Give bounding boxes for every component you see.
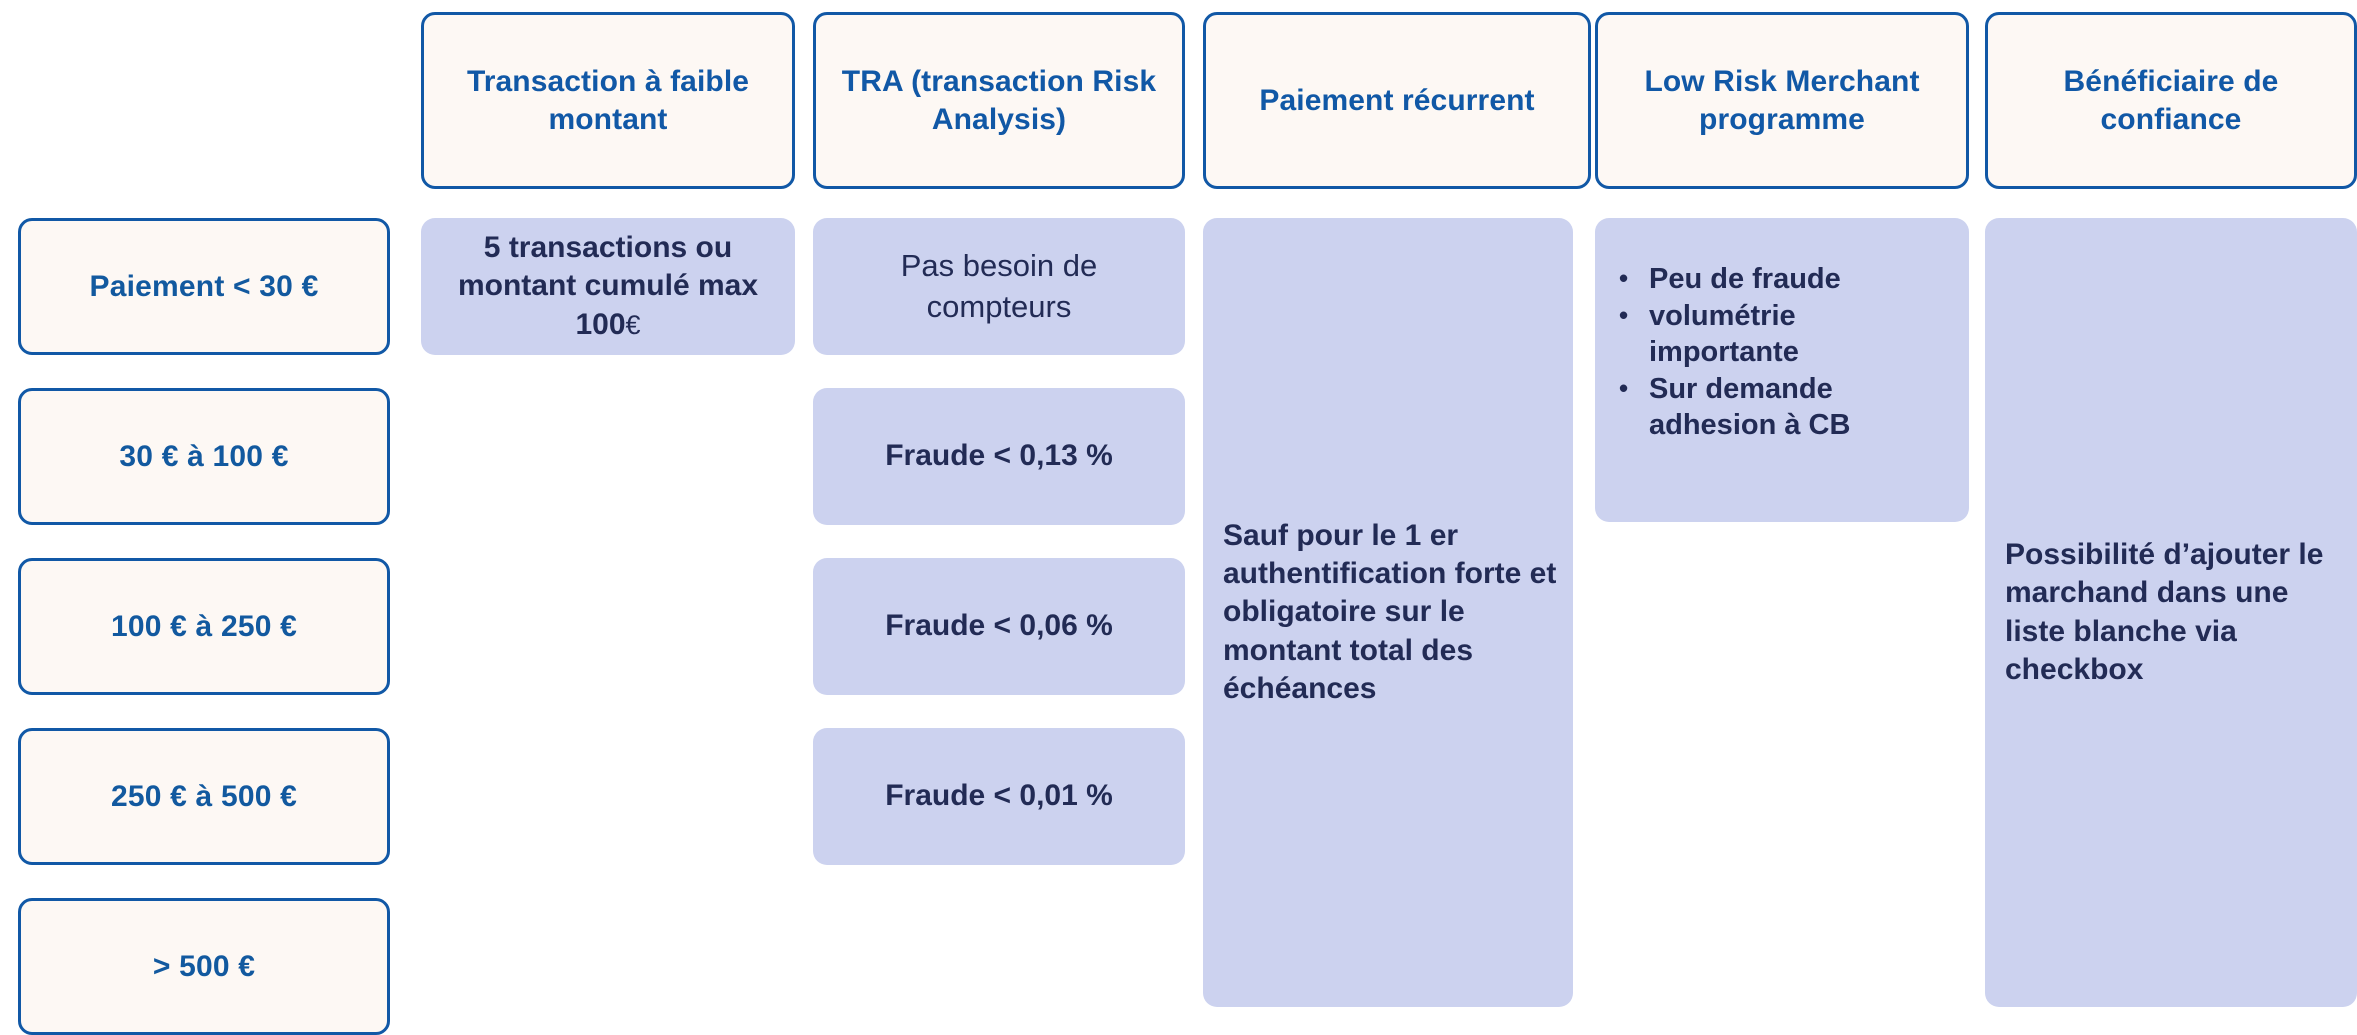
row-label-over-500[interactable]: > 500 € (18, 898, 390, 1035)
bullet-text: Sur demande adhesion à CB (1649, 373, 1851, 441)
column-header-low-amount[interactable]: Transaction à faible montant (421, 12, 795, 189)
bullet-dot-icon: • (1619, 300, 1629, 331)
column-header-label: Low Risk Merchant programme (1644, 65, 1920, 136)
row-label-text: 30 € à 100 € (119, 439, 289, 473)
cell-amount: 100 (575, 307, 626, 341)
column-header-tra[interactable]: TRA (transaction Risk Analysis) (813, 12, 1185, 189)
column-header-label: TRA (transaction Risk Analysis) (841, 65, 1157, 136)
column-header-label: Bénéficiaire de confiance (2063, 65, 2279, 136)
cell-text: Sauf pour le 1 er authentification forte… (1223, 518, 1557, 706)
bullet-item: • volumétrie importante (1619, 299, 1949, 370)
column-header-recurring[interactable]: Paiement récurrent (1203, 12, 1591, 189)
row-label-100-to-250[interactable]: 100 € à 250 € (18, 558, 390, 695)
cell-tra-100-to-250[interactable]: Fraude < 0,06 % (813, 558, 1185, 695)
cell-text: 5 transactions ou montant cumulé max 100… (437, 229, 779, 344)
cell-text: Fraude < 0,06 % (885, 609, 1113, 643)
bullet-item: • Peu de fraude (1619, 262, 1949, 297)
cell-low-risk-merchant-bullets[interactable]: • Peu de fraude • volumétrie importante … (1595, 218, 1969, 522)
cell-text: Fraude < 0,13 % (885, 439, 1113, 473)
cell-low-amount-under-30[interactable]: 5 transactions ou montant cumulé max 100… (421, 218, 795, 355)
cell-tra-30-to-100[interactable]: Fraude < 0,13 % (813, 388, 1185, 525)
bullet-item: • Sur demande adhesion à CB (1619, 372, 1949, 443)
cell-text-line-2: montant cumulé max (457, 269, 759, 303)
bullet-text: volumétrie importante (1649, 300, 1799, 368)
cell-text: Possibilité d’ajouter le marchand dans u… (2005, 537, 2324, 686)
bullet-dot-icon: • (1619, 373, 1629, 404)
bullet-dot-icon: • (1619, 263, 1629, 293)
row-label-under-30[interactable]: Paiement < 30 € (18, 218, 390, 355)
cell-trusted-payee-merged[interactable]: Possibilité d’ajouter le marchand dans u… (1985, 218, 2357, 1007)
column-header-low-risk-merchant[interactable]: Low Risk Merchant programme (1595, 12, 1969, 189)
cell-text: Pas besoin de compteurs (900, 248, 1098, 324)
cell-recurring-merged[interactable]: Sauf pour le 1 er authentification forte… (1203, 218, 1573, 1007)
row-label-text: 100 € à 250 € (110, 609, 298, 643)
euro-symbol: € (625, 309, 641, 340)
cell-tra-250-to-500[interactable]: Fraude < 0,01 % (813, 728, 1185, 865)
row-label-30-to-100[interactable]: 30 € à 100 € (18, 388, 390, 525)
row-label-text: > 500 € (152, 949, 256, 983)
cell-text-line-1: 5 transactions ou (483, 230, 733, 264)
column-header-trusted-payee[interactable]: Bénéficiaire de confiance (1985, 12, 2357, 189)
row-label-250-to-500[interactable]: 250 € à 500 € (18, 728, 390, 865)
row-label-text: Paiement < 30 € (89, 269, 319, 303)
bullet-list: • Peu de fraude • volumétrie importante … (1619, 262, 1949, 445)
cell-tra-under-30[interactable]: Pas besoin de compteurs (813, 218, 1185, 355)
bullet-text: Peu de fraude (1649, 263, 1841, 295)
column-header-label: Paiement récurrent (1259, 83, 1535, 117)
row-label-text: 250 € à 500 € (110, 779, 298, 813)
column-header-label: Transaction à faible montant (466, 65, 750, 136)
cell-text: Fraude < 0,01 % (885, 779, 1113, 813)
